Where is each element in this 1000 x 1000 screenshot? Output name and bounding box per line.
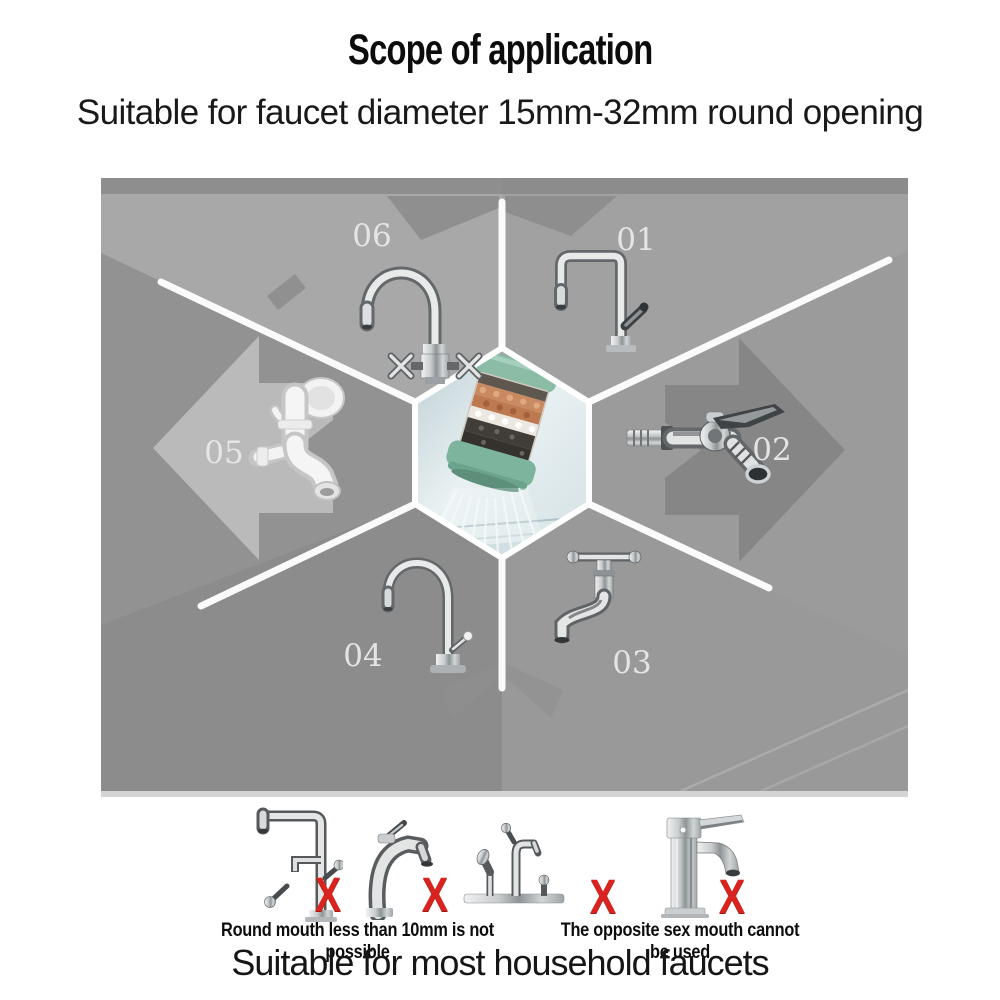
x-mark-2: X bbox=[421, 869, 449, 922]
restricted-faucet-3-icon bbox=[463, 822, 565, 904]
position-label-06: 06 bbox=[352, 218, 391, 254]
faucet-01-icon bbox=[554, 250, 649, 352]
restricted-faucet-4-icon bbox=[661, 814, 745, 918]
faucet-02-icon bbox=[626, 404, 785, 484]
restriction-caption-2: The opposite sex mouth cannot be used bbox=[560, 920, 800, 963]
center-hexagon-frame bbox=[412, 344, 592, 562]
restricted-faucet-1-icon bbox=[256, 807, 343, 922]
faucet-05-icon bbox=[248, 377, 345, 501]
faucet-03-icon bbox=[554, 550, 642, 644]
segment-04 bbox=[101, 504, 502, 791]
application-diagram: 01 02 03 04 05 06 bbox=[101, 178, 908, 791]
divider-lines bbox=[157, 198, 893, 692]
faucet-06-icon bbox=[359, 266, 483, 384]
right-arrow bbox=[665, 338, 845, 562]
x-mark-3: X bbox=[589, 871, 617, 924]
position-label-01: 01 bbox=[616, 222, 655, 258]
position-label-02: 02 bbox=[752, 432, 791, 468]
subtitle: Suitable for faucet diameter 15mm-32mm r… bbox=[76, 93, 924, 132]
footer-text: Suitable for most household faucets bbox=[231, 942, 769, 983]
segment-01 bbox=[502, 178, 908, 402]
restricted-faucet-2-icon bbox=[366, 820, 433, 920]
x-mark-1: X bbox=[314, 869, 342, 922]
position-label-04: 04 bbox=[343, 638, 382, 674]
panel-shadow bbox=[101, 791, 908, 797]
diagram-segments bbox=[101, 178, 908, 791]
position-label-05: 05 bbox=[204, 435, 243, 471]
position-labels: 01 02 03 04 05 06 bbox=[204, 218, 791, 681]
faucet-04-icon bbox=[381, 557, 473, 673]
restriction-caption-1: Round mouth less than 10mm is not possib… bbox=[221, 920, 494, 963]
page-title: Scope of application bbox=[347, 26, 653, 74]
position-label-03: 03 bbox=[612, 645, 651, 681]
x-mark-4: X bbox=[718, 871, 746, 924]
